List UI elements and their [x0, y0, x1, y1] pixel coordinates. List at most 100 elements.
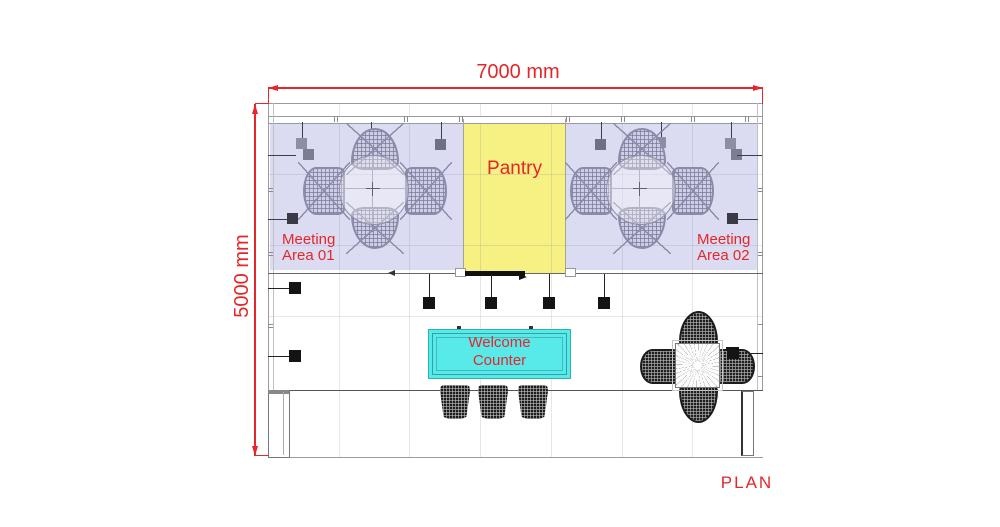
wall-tick [268, 255, 273, 256]
wall-tick [624, 116, 625, 122]
wall-tick [569, 116, 570, 122]
right-wall-inner [757, 103, 758, 390]
left-column [268, 390, 290, 458]
counter-stool-icon [518, 385, 548, 419]
counter-tick [529, 326, 533, 330]
dimension-arrow-icon [268, 84, 278, 91]
wall-tick [621, 116, 622, 122]
light-drop-line [738, 219, 758, 220]
welcome-counter: Welcome Counter [428, 329, 571, 379]
wall-tick [334, 116, 335, 122]
light-drop-line [302, 122, 303, 142]
door-swing-arrow-icon [519, 274, 527, 280]
wall-light-icon [727, 213, 738, 224]
dimension-arrow-icon [251, 104, 258, 114]
pantry-left-wall [463, 119, 464, 273]
wall-light-icon [289, 282, 301, 294]
left-column-cap [268, 390, 289, 394]
wall-light-icon [731, 149, 742, 160]
wall-tick [748, 116, 749, 122]
dimension-arrow-icon [753, 84, 763, 91]
wall-light-icon [727, 347, 739, 359]
square-dining-table [672, 340, 723, 391]
wall-tick [566, 116, 567, 122]
meeting-area-02-label-line2: Area 02 [697, 247, 750, 264]
meeting-area-01-label: Meeting Area 01 [282, 232, 335, 264]
welcome-counter-label: Welcome Counter [429, 334, 570, 370]
wall-tick [758, 376, 763, 377]
bottom-wall-line [268, 390, 763, 391]
counter-inner-frame [436, 337, 563, 371]
wall-light-icon [287, 213, 298, 224]
dining-chair-icon [679, 383, 718, 423]
grid-line [409, 104, 410, 457]
grid-line [269, 174, 762, 175]
dining-chair-icon [679, 311, 718, 349]
wall-light-icon [289, 350, 301, 362]
right-wall [762, 103, 763, 390]
wall-tick [758, 324, 763, 325]
dimension-extension [762, 88, 763, 104]
height-dimension-label: 5000 mm [231, 234, 253, 318]
light-drop-line [737, 155, 762, 156]
wall-tick [407, 116, 408, 122]
dimension-extension [255, 103, 269, 104]
left-dimension-line [254, 104, 256, 456]
light-drop-line [601, 122, 602, 139]
wall-light-icon [296, 138, 307, 149]
meeting-area-02-label: Meeting Area 02 [697, 232, 750, 264]
wall-tick [694, 116, 695, 122]
wall-light-icon [725, 138, 736, 149]
top-wall-band [268, 116, 763, 124]
wall-tick [758, 191, 763, 192]
table-center-mark [639, 182, 640, 196]
grid-line [480, 104, 481, 457]
right-column [741, 391, 754, 456]
wall-tick [337, 116, 338, 122]
pantry-counter-bar [465, 271, 525, 276]
plan-top-edge [268, 103, 763, 104]
counter-stool-icon [440, 385, 470, 419]
wall-joint [565, 268, 576, 277]
light-drop-line [731, 122, 732, 142]
grid-line [622, 104, 623, 457]
hanging-light-icon [423, 297, 435, 309]
wall-light-icon [595, 139, 606, 150]
wall-tick [462, 116, 463, 122]
dimension-extension [255, 455, 269, 456]
round-meeting-table-02 [606, 155, 676, 225]
grid-line [551, 104, 552, 457]
light-drop-line [549, 274, 550, 299]
counter-inner-frame [432, 333, 567, 375]
light-drop-line [268, 219, 288, 220]
wall-tick [268, 324, 273, 325]
pantry-label: Pantry [487, 158, 542, 179]
top-dimension-line [268, 87, 763, 89]
light-drop-line [268, 155, 296, 156]
wall-light-icon [435, 139, 446, 150]
light-drop-line [429, 274, 430, 299]
line-arrow-icon [388, 270, 395, 276]
meeting-area-01-label-line2: Area 01 [282, 247, 335, 264]
grid-line [269, 245, 762, 246]
left-column-line [283, 392, 284, 455]
wall-tick [459, 116, 460, 122]
light-drop-line [491, 274, 492, 299]
grid-line [692, 104, 693, 457]
light-drop-line [441, 122, 442, 139]
wall-light-icon [303, 149, 314, 160]
table-center-mark [633, 188, 647, 189]
meeting-chair-icon [298, 162, 350, 220]
hanging-light-icon [598, 297, 610, 309]
light-drop-line [268, 288, 290, 289]
hanging-light-icon [485, 297, 497, 309]
wall-tick [758, 252, 763, 253]
table-center-mark [366, 188, 380, 189]
counter-tick [457, 326, 461, 330]
wall-tick [758, 255, 763, 256]
light-drop-line [268, 356, 290, 357]
left-wall-inner [273, 103, 274, 390]
wall-tick [745, 116, 746, 122]
wall-tick [404, 116, 405, 122]
